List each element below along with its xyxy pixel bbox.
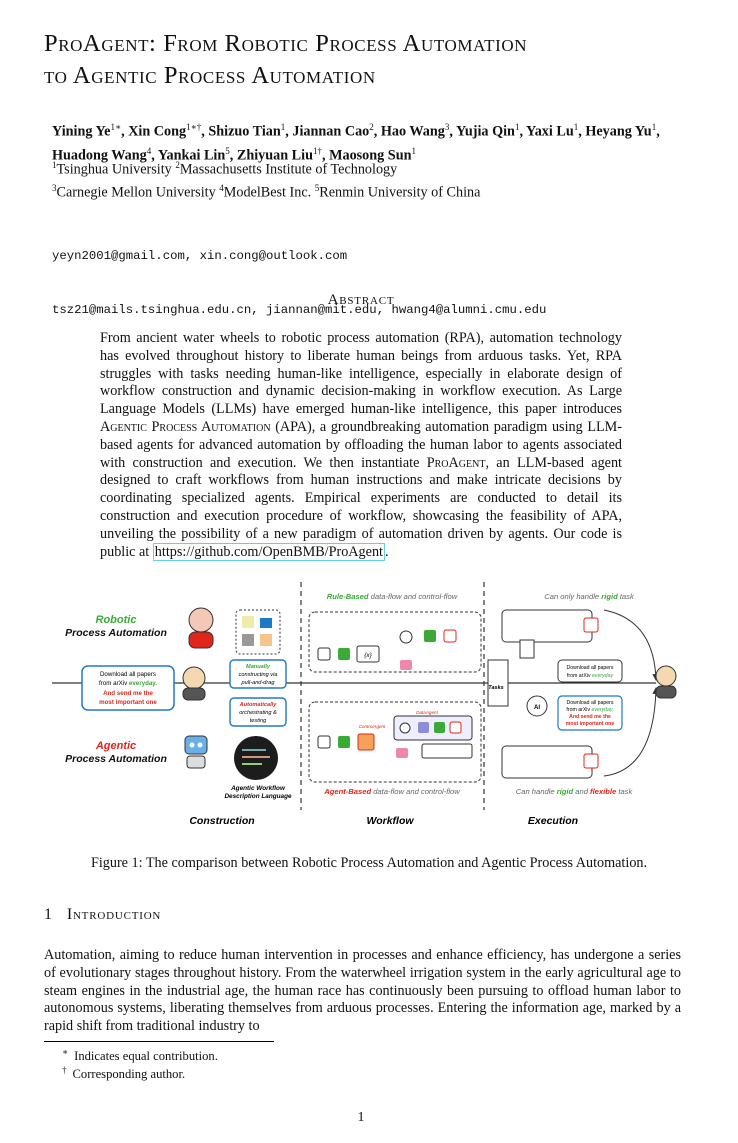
column-workflow: Workflow [366,815,414,827]
flexible-heading: Can handle rigid and flexible task [516,787,634,796]
awdl-label-1: Agentic Workflow [230,785,286,792]
svg-text:constructing via: constructing via [239,672,278,678]
awdl-code-icon [234,736,278,780]
agent-based-heading: Agent-Based data-flow and control-flow [323,787,460,796]
arrow-flexible [603,687,660,777]
code-link[interactable]: https://github.com/OpenBMB/ProAgent [152,542,385,561]
tasks-label: Tasks [488,685,503,691]
author-name: Jiannan Cao [292,123,370,140]
rule-based-heading: Rule-Based data-flow and control-flow [327,592,458,601]
data-agent-label: DataAgent [416,710,438,715]
execution-flexible-box [501,745,599,779]
author-name: Yankai Lin [157,147,226,164]
section-number: 1 [44,906,53,923]
title-line-1: ProAgent: From Robotic Process Automatio… [44,30,528,57]
rigid-task-bubble: Download all papers from arXiv everyday [557,659,623,683]
end-user-icon [655,665,677,699]
rigid-heading: Can only handle rigid task [544,592,635,601]
agentic-label: Agentic [95,740,136,752]
svg-text:orchestrating &: orchestrating & [239,710,277,716]
svg-text:from arXiv everyday.: from arXiv everyday. [566,707,613,713]
svg-text:most important one: most important one [99,699,157,706]
svg-text:most important one: most important one [566,721,615,727]
footnote-2: †Corresponding author. [62,1065,186,1082]
svg-text:Download all papers: Download all papers [566,700,613,706]
svg-text:And send me the: And send me the [569,714,611,720]
svg-text:pull-and-drag: pull-and-drag [241,680,276,686]
svg-text:{x}: {x} [364,652,372,659]
email-line-1: yeyn2001@gmail.com, xin.cong@outlook.com [52,249,348,263]
section-heading: 1 Introduction [44,906,161,924]
author-name: Xin Cong [128,123,187,140]
svg-text:testing: testing [250,718,267,724]
author-name: Maosong Sun [329,147,412,164]
ai-agent-icon: AI [526,695,548,717]
figure-caption: Figure 1: The comparison between Robotic… [90,855,648,871]
execution-rigid-box [501,609,599,643]
author-name: Yujia Qin [455,123,515,140]
author-list: Yining Ye1∗, Xin Cong1∗†, Shizuo Tian1, … [52,122,660,164]
svg-text:from arXiv everyday: from arXiv everyday [567,673,614,679]
awdl-label-2: Description Language [224,793,292,800]
svg-text:Download all papers: Download all papers [100,671,156,678]
affiliation-line-2: 3Carnegie Mellon University 4ModelBest I… [52,182,481,201]
tasks-stack [487,659,509,707]
email-line-2: tsz21@mails.tsinghua.edu.cn, jiannan@mit… [52,303,547,317]
author-name: Zhiyuan Liu [236,147,313,164]
user-avatar-icon [182,666,206,701]
human-avatar-icon [188,607,214,649]
robot-icon [184,735,208,769]
introduction-paragraph: Automation, aiming to reduce human inter… [44,947,681,1035]
author-name: Heyang Yu [585,123,652,140]
instruction-bubble: Download all papers from arXiv everyday.… [81,665,175,711]
abstract-heading: Abstract [327,292,395,308]
svg-text:Download all papers: Download all papers [566,665,613,671]
svg-text:Manually: Manually [246,664,271,670]
arrow-rigid [603,609,660,681]
footnote-rule [44,1041,274,1042]
svg-text:Automatically: Automatically [239,702,278,708]
column-execution: Execution [528,815,578,827]
author-name: Yining Ye [52,123,111,140]
control-agent-label: ControlAgent [359,724,387,729]
figure-1: Robotic Process Automation Agentic Proce… [52,582,677,827]
affiliations: 1Tsinghua University 2Massachusetts Inst… [52,156,692,201]
author-name: Yaxi Lu [526,123,574,140]
author-emails: yeyn2001@gmail.com, xin.cong@outlook.com… [52,211,712,337]
abstract-body: From ancient water wheels to robotic pro… [100,330,623,561]
column-construction: Construction [189,815,254,827]
auto-label-box: Automatically orchestrating & testing [229,697,287,727]
svg-text:from arXiv everyday.: from arXiv everyday. [99,680,157,687]
queue-icon [519,639,535,659]
manual-construction-box [235,609,281,655]
section-title: Introduction [66,906,162,923]
author-name: Hao Wang [380,123,445,140]
author-name: Huadong Wang [52,147,147,164]
flexible-task-bubble: Download all papers from arXiv everyday.… [557,695,623,731]
robotic-sublabel: Process Automation [65,627,167,639]
page-number: 1 [357,1110,365,1125]
paper-title: ProAgent: From Robotic Process Automatio… [44,28,704,92]
affiliation-line-1: 1Tsinghua University 2Massachusetts Inst… [52,160,398,178]
footnote-1: ∗Indicates equal contribution. [62,1047,218,1064]
svg-text:AI: AI [534,705,540,711]
svg-text:And send me the: And send me the [103,690,153,697]
title-line-2: to Agentic Process Automation [44,62,376,89]
manual-label-box: Manually constructing via pull-and-drag [229,659,287,689]
robotic-label: Robotic [96,614,137,626]
agent-workflow-box: ControlAgent DataAgent [308,701,482,783]
agentic-sublabel: Process Automation [65,753,167,765]
rule-workflow-box: {x} [308,611,482,673]
author-name: Shizuo Tian [208,123,281,140]
